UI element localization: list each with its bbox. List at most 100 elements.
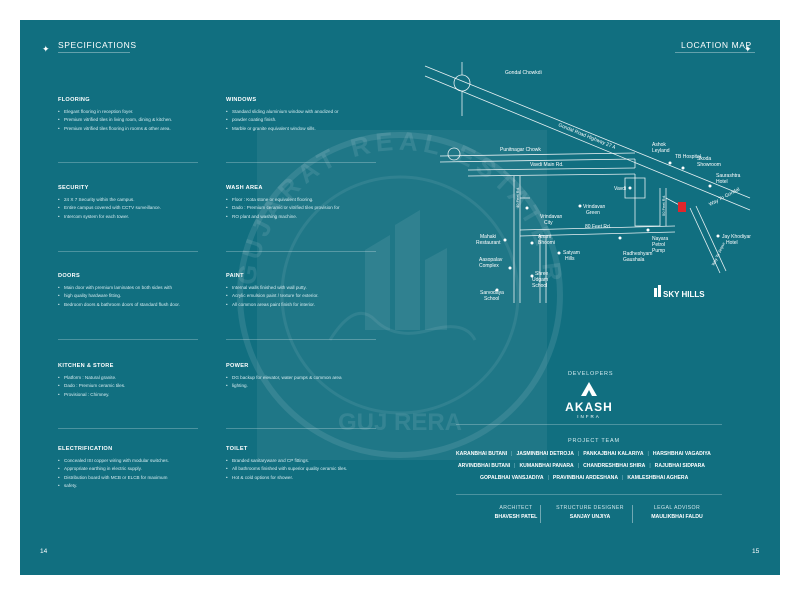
credit-role: ARCHITECT (499, 505, 533, 511)
spec-title: WASH AREA (226, 185, 263, 191)
spec-item: Acrylic emulsion paint / texture for ext… (226, 292, 376, 301)
map-label: Saurashtra (716, 173, 741, 179)
team-member: PRAVINBHAI ARDESHANA (552, 475, 619, 481)
brochure-spread: ✦ SPECIFICATIONS LOCATION MAP ✦ GUJARAT … (20, 20, 780, 575)
map-label: Green (586, 210, 600, 216)
team-member: CHANDRESHBHAI SHIRA (583, 463, 646, 469)
map-label: Shree (535, 271, 549, 277)
credit-architect: ARCHITECT BHAVESH PATEL (471, 505, 561, 520)
spec-item: Appropriate earthing in electric supply. (58, 465, 208, 474)
star-icon: ✦ (42, 44, 50, 54)
spec-item: Hot & cold options for shower. (226, 474, 376, 483)
spec-item: Branded sanitaryware and CP fittings. (226, 457, 376, 466)
spec-item: Elegant flooring in reception foyer. (58, 108, 208, 117)
spec-item: lighting. (226, 382, 376, 391)
map-label: Restaurant (476, 240, 501, 246)
spec-item: Main door with premium laminates on both… (58, 284, 208, 293)
map-label: Petrol (652, 242, 665, 248)
spec-title: PAINT (226, 273, 244, 279)
spec-item: All common areas paint finish for interi… (226, 301, 376, 310)
credit-name: MAULIKBHAI FALDU (651, 514, 703, 520)
team-member: RAJUBHAI SIDPARA (654, 463, 705, 469)
map-label: Showroom (697, 162, 721, 168)
map-label: Hotel (726, 240, 738, 246)
credit-legal: LEGAL ADVISOR MAULIKBHAI FALDU (632, 505, 722, 520)
team-member: KUMANBHAI PANARA (519, 463, 574, 469)
spec-title: TOILET (226, 446, 248, 452)
project-team-label: PROJECT TEAM (568, 438, 620, 444)
credit-structure: STRUCTURE DESIGNER SANJAY UNJIYA (545, 505, 635, 520)
spec-toilet: TOILET Branded sanitaryware and CP fitti… (226, 446, 376, 483)
developer-sub: INFRA (577, 414, 601, 419)
credit-role: LEGAL ADVISOR (653, 505, 701, 511)
spec-power: POWER DG backup for elevator, water pump… (226, 363, 376, 391)
divider (226, 251, 376, 252)
map-label: Gondal Chowkdi (505, 70, 542, 76)
spec-windows: WINDOWS Standard sliding aluminium windo… (226, 97, 376, 134)
divider (58, 251, 198, 252)
spec-kitchen-store: KITCHEN & STORE Platform : Natural grani… (58, 363, 208, 400)
divider (226, 339, 376, 340)
team-member: HARSHBHAI VAGADIYA (652, 451, 711, 457)
team-member: KAMLESHBHAI AGHERA (627, 475, 689, 481)
map-label: Way To Jetpur (710, 241, 726, 267)
map-label: Sarvodaya (480, 290, 504, 296)
spec-item: Floor : Kota stone or equivalent floorin… (226, 196, 376, 205)
divider (456, 424, 722, 425)
team-member: PANKAJBHAI KALARIYA (583, 451, 644, 457)
spec-title: POWER (226, 363, 249, 369)
spec-item: safety. (58, 482, 208, 491)
spec-item: Marble or granite equivalent window sill… (226, 125, 376, 134)
spec-flooring: FLOORING Elegant flooring in reception f… (58, 97, 208, 134)
map-label: Punitnagar Chowk (500, 147, 541, 153)
spec-doors: DOORS Main door with premium laminates o… (58, 273, 208, 310)
spec-security: SECURITY 24 X 7 Security within the camp… (58, 185, 208, 222)
spec-paint: PAINT Internal walls finished with wall … (226, 273, 376, 310)
spec-item: Dado : Premium ceramic tiles. (58, 382, 208, 391)
map-label: Vrindavan (583, 204, 606, 210)
map-label: 80 Feet Rd. (585, 224, 611, 230)
divider (456, 494, 722, 495)
spec-item: powder coating finish. (226, 116, 376, 125)
project-name: SKY HILLS (663, 290, 705, 299)
map-label: Nayara (652, 236, 668, 242)
spec-item: Intercom system for each tower. (58, 213, 208, 222)
spec-title: KITCHEN & STORE (58, 363, 114, 369)
team-member: JASMINBHAI DETROJA (516, 451, 574, 457)
map-label: Aasopalav (479, 257, 503, 263)
map-label: City (544, 220, 553, 226)
map-label: Hills (565, 256, 575, 262)
map-label: 50 Feet Rd. (661, 195, 666, 216)
spec-item: Entire campus covered with CCTV surveill… (58, 204, 208, 213)
spec-item: Internal walls finished with wall putty. (226, 284, 376, 293)
divider (632, 505, 633, 523)
spec-title: DOORS (58, 273, 81, 279)
divider (58, 339, 198, 340)
spec-item: Premium vitrified tiles in living room, … (58, 116, 208, 125)
map-label: Pump (652, 248, 665, 254)
map-label: Hotel (716, 179, 728, 185)
spec-item: Platform : Natural granite. (58, 374, 208, 383)
spec-item: 24 X 7 Security within the campus. (58, 196, 208, 205)
map-label: Gondal Road Highway 27 A (557, 122, 617, 151)
title-underline (675, 52, 755, 53)
page-number-right: 15 (752, 548, 760, 555)
map-label: Radheshyam (623, 251, 652, 257)
spec-item: Distribution board with MCB or ELCB for … (58, 474, 208, 483)
spec-title: FLOORING (58, 97, 90, 103)
team-member: ARVINDBHAI BUTANI (458, 463, 511, 469)
location-map: Gondal Chowkdi Gondal Road Highway 27 A … (424, 62, 751, 303)
divider (226, 428, 376, 429)
spec-item: Provisional : Chimney. (58, 391, 208, 400)
map-label: Satyam (563, 250, 580, 256)
project-marker (678, 202, 686, 212)
spec-item: high quality hardware fitting. (58, 292, 208, 301)
map-label: Jay Khodiyar (722, 234, 751, 240)
spec-item: Concealed ISI copper wiring with modular… (58, 457, 208, 466)
spec-wash-area: WASH AREA Floor : Kota stone or equivale… (226, 185, 376, 222)
star-icon: ✦ (744, 44, 752, 54)
team-member: KARANBHAI BUTANI (456, 451, 508, 457)
title-underline (58, 52, 130, 53)
map-label: TB Hospital (675, 154, 701, 160)
spec-title: ELECTRIFICATION (58, 446, 113, 452)
